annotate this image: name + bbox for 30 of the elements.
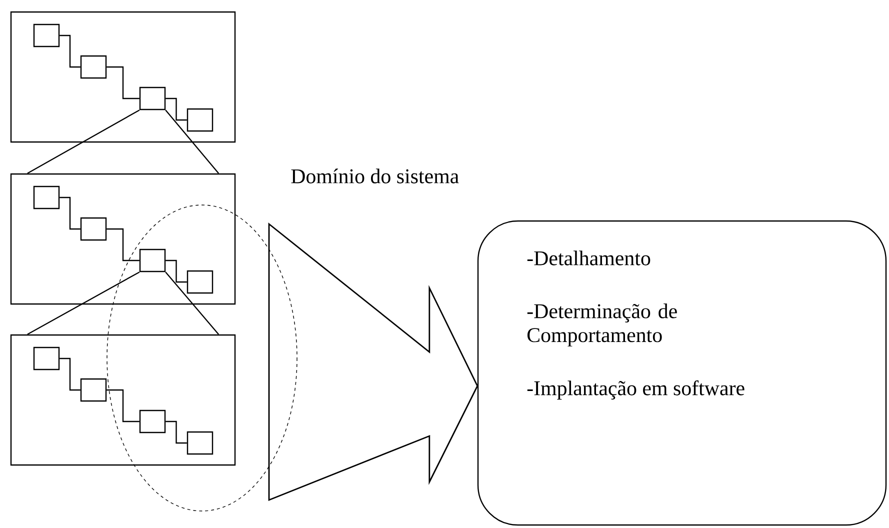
text-line: -Detalhamento xyxy=(527,250,650,266)
small-box xyxy=(186,108,214,132)
small-box xyxy=(139,86,166,110)
panel-box xyxy=(10,11,236,143)
small-box xyxy=(186,431,214,455)
small-box xyxy=(139,248,166,272)
small-box xyxy=(33,346,60,370)
connector-line xyxy=(166,98,187,121)
small-box xyxy=(80,378,107,402)
connector-line xyxy=(60,196,80,230)
small-box xyxy=(186,270,214,294)
connector-line xyxy=(106,228,140,262)
panel-box xyxy=(10,334,236,466)
connector-line xyxy=(166,420,187,444)
connector-line xyxy=(166,260,187,283)
zoom-lines xyxy=(26,272,220,335)
small-box xyxy=(33,24,60,48)
caption-text: Domínio do sistema xyxy=(291,168,459,184)
zoom-lines xyxy=(26,110,220,174)
text-line: -Determinação de Comportamento xyxy=(527,304,677,346)
connector-line xyxy=(60,34,80,68)
small-box xyxy=(33,186,60,210)
small-box xyxy=(80,217,107,241)
text-line: -Implantação em software xyxy=(527,380,744,400)
small-box xyxy=(80,55,107,79)
connector-line xyxy=(106,389,140,422)
connector-line xyxy=(60,358,80,391)
connector-line xyxy=(106,66,140,100)
panel-box xyxy=(10,173,236,305)
small-box xyxy=(139,410,166,434)
